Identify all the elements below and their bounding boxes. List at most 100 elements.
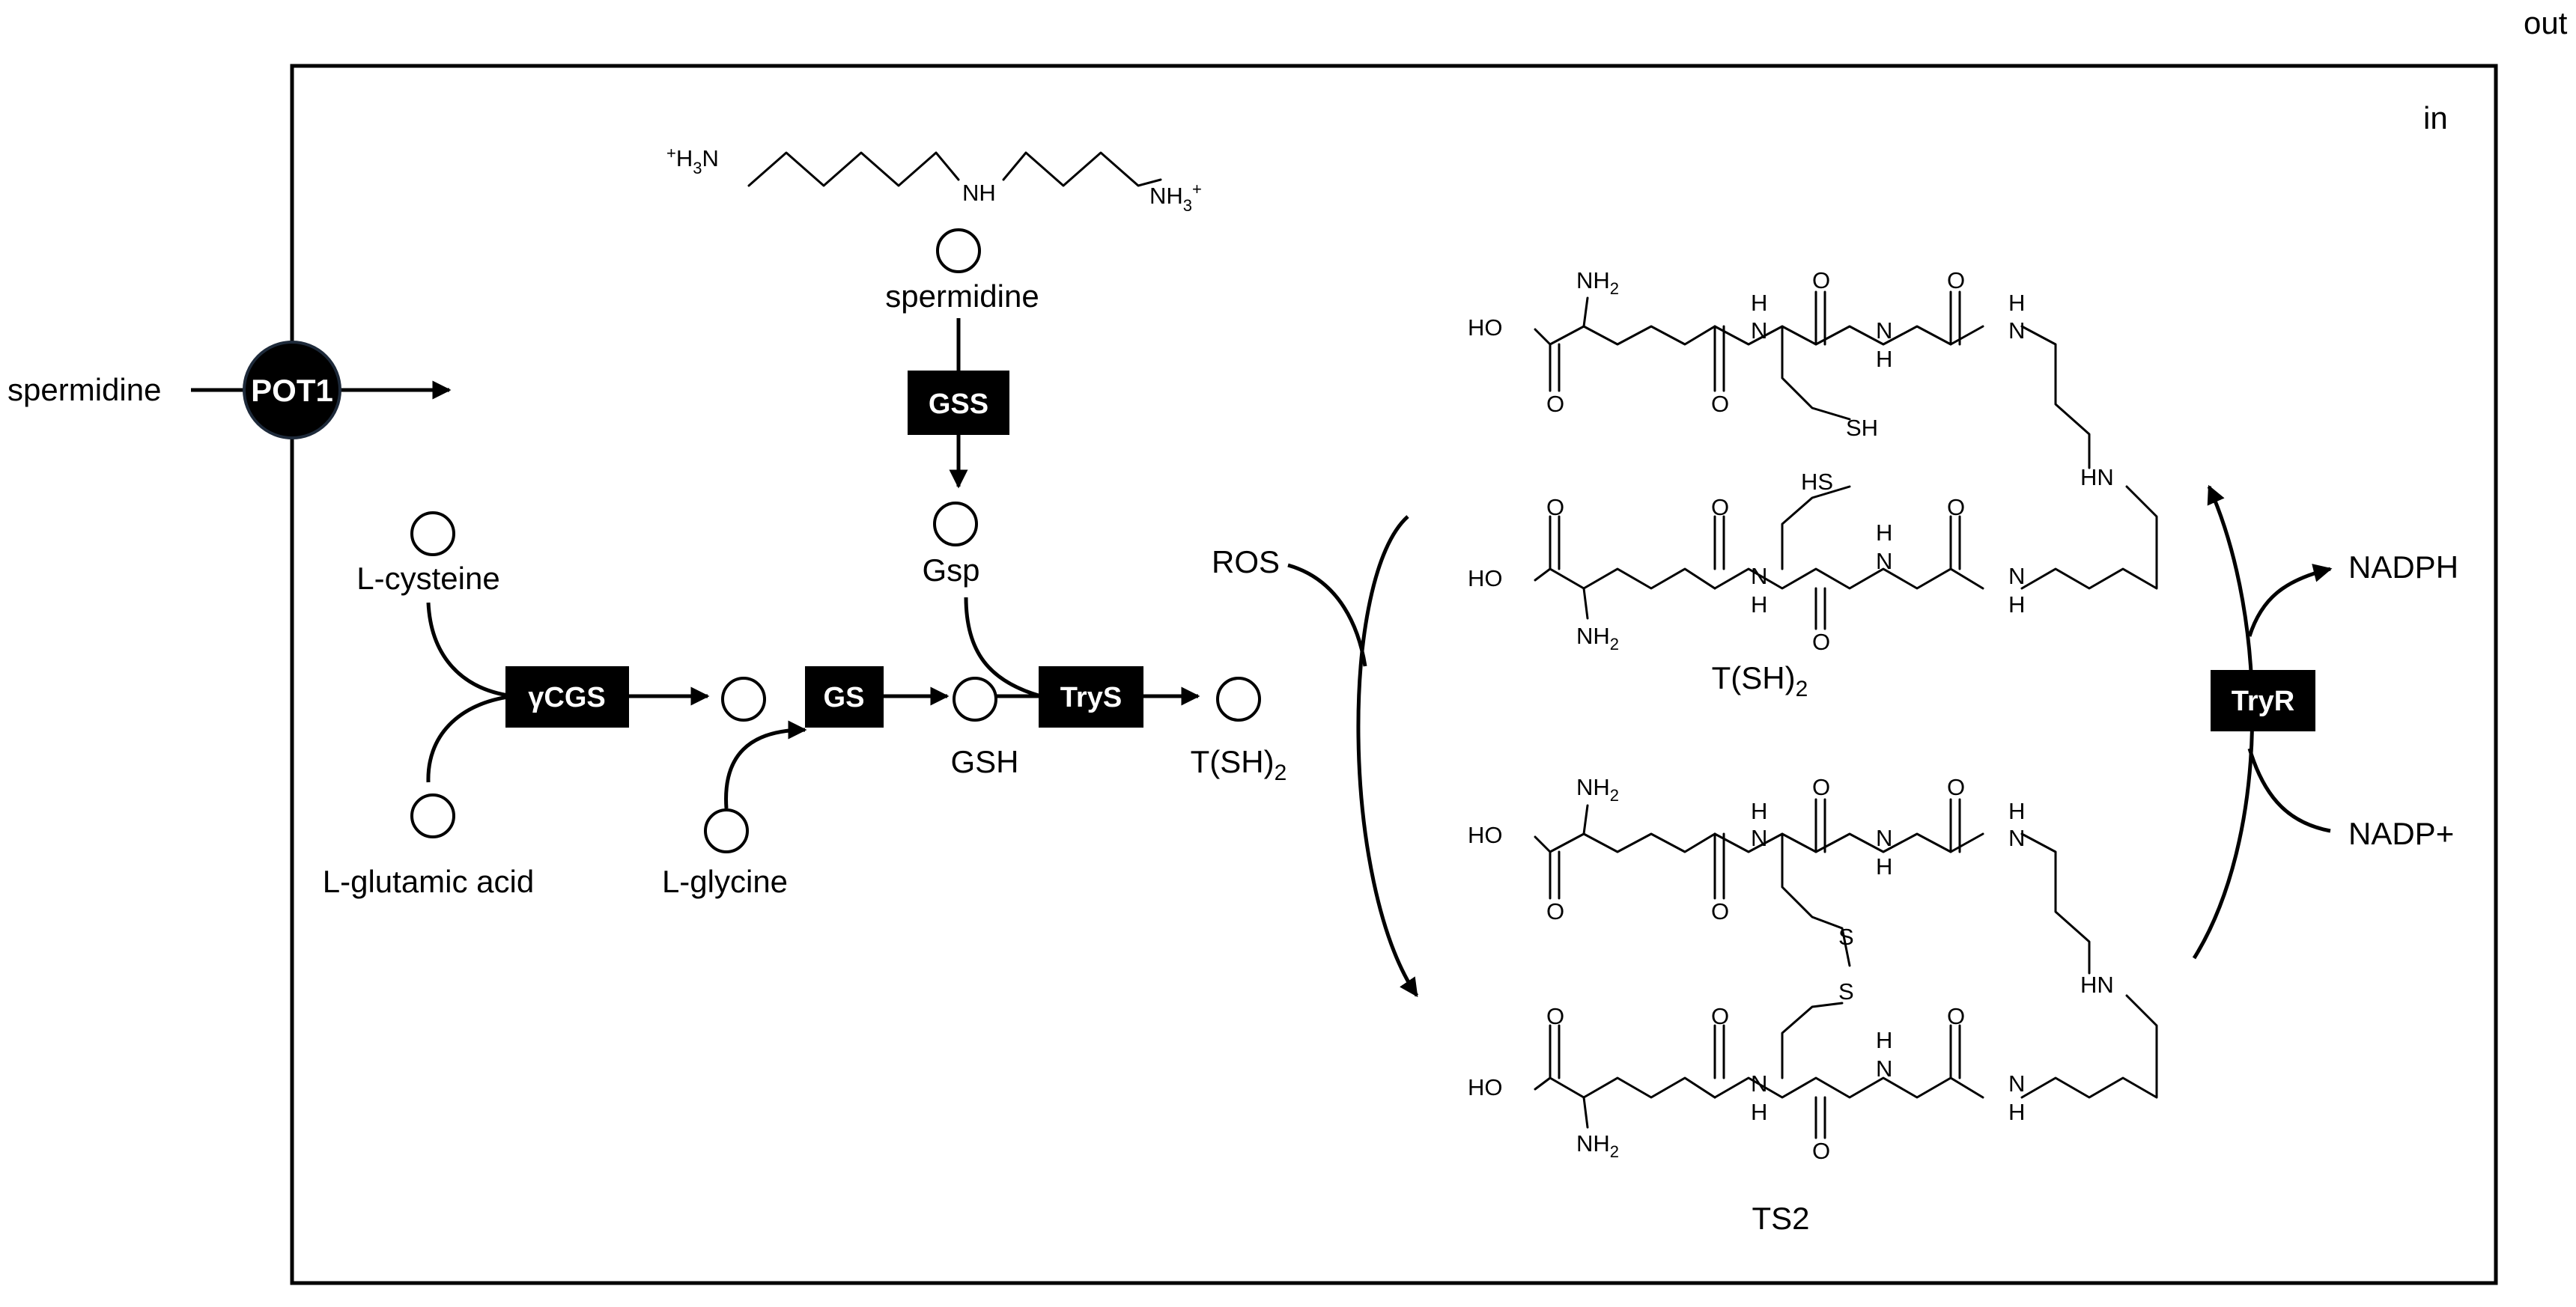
tsh2-node xyxy=(1216,677,1261,722)
nadp-label: NADP+ xyxy=(2348,816,2454,851)
inside-label: in xyxy=(2423,100,2448,135)
svg-text:SH: SH xyxy=(1846,415,1878,441)
ros-in-arrow xyxy=(1287,563,1367,667)
svg-text:H: H xyxy=(1876,853,1892,880)
glycine-in-arrow xyxy=(724,720,807,809)
svg-text:N: N xyxy=(1751,825,1767,851)
svg-text:O: O xyxy=(1812,774,1830,800)
svg-text:O: O xyxy=(1711,1003,1729,1029)
svg-text:HN: HN xyxy=(2080,464,2114,490)
ts2-label: TS2 xyxy=(1752,1201,1809,1236)
svg-text:O: O xyxy=(1947,774,1965,800)
nadp-in-arrow xyxy=(2247,748,2331,833)
gs-label: GS xyxy=(824,682,865,713)
svg-text:H: H xyxy=(1751,798,1767,824)
svg-text:HO: HO xyxy=(1468,565,1503,591)
gsh-node xyxy=(953,677,997,722)
svg-text:N: N xyxy=(1751,317,1767,344)
gss-enzyme xyxy=(908,371,1009,435)
svg-text:O: O xyxy=(1546,494,1564,520)
svg-text:H: H xyxy=(1751,1099,1767,1125)
svg-text:NH2: NH2 xyxy=(1576,267,1619,298)
svg-text:+H3N: +H3N xyxy=(666,144,719,177)
gsp-to-trys-arrow xyxy=(964,597,1042,698)
svg-text:N: N xyxy=(1876,317,1892,344)
tryr-label: TryR xyxy=(2232,686,2294,717)
svg-text:O: O xyxy=(1711,391,1729,417)
gsh-label: GSH xyxy=(950,744,1018,779)
l-cysteine-node xyxy=(410,511,455,556)
svg-text:H: H xyxy=(2008,798,2025,824)
glutamate-in-arrow xyxy=(426,694,514,783)
svg-text:HS: HS xyxy=(1801,469,1833,495)
svg-text:O: O xyxy=(1947,494,1965,520)
l-glycine-node xyxy=(704,808,749,853)
svg-text:N: N xyxy=(1751,1070,1767,1097)
ros-label: ROS xyxy=(1212,544,1280,579)
svg-text:NH2: NH2 xyxy=(1576,623,1619,654)
svg-text:NH2: NH2 xyxy=(1576,774,1619,805)
svg-text:S: S xyxy=(1838,978,1854,1005)
gsp-node xyxy=(933,502,978,546)
gss-label: GSS xyxy=(929,389,988,420)
svg-text:H: H xyxy=(2008,591,2025,618)
tsh2-structure: HO O NH2 O H N O N H O H N SH HN HO O NH… xyxy=(1468,267,2158,655)
gcgs-label: γCGS xyxy=(528,682,605,713)
spermidine-label: spermidine xyxy=(885,278,1039,314)
pot1-label: POT1 xyxy=(251,373,333,408)
nadph-out-arrow xyxy=(2247,564,2333,637)
external-spermidine-label: spermidine xyxy=(7,372,161,407)
pot1-transporter xyxy=(243,341,341,439)
l-glutamic-acid-node xyxy=(410,793,455,838)
svg-text:O: O xyxy=(1947,1003,1965,1029)
svg-text:O: O xyxy=(1546,1003,1564,1029)
svg-text:O: O xyxy=(1711,898,1729,924)
svg-text:N: N xyxy=(2008,317,2025,344)
svg-text:O: O xyxy=(1947,267,1965,293)
svg-text:N: N xyxy=(1876,548,1892,574)
l-cysteine-label: L-cysteine xyxy=(356,561,499,596)
svg-text:HN: HN xyxy=(2080,972,2114,998)
svg-text:O: O xyxy=(1812,267,1830,293)
outside-label: out xyxy=(2524,5,2568,40)
tsh2-structure-label: T(SH)2 xyxy=(1712,660,1808,701)
svg-text:HO: HO xyxy=(1468,314,1503,341)
svg-text:N: N xyxy=(1751,563,1767,589)
trys-enzyme xyxy=(1039,666,1143,728)
svg-text:O: O xyxy=(1711,494,1729,520)
svg-text:NH3+: NH3+ xyxy=(1149,180,1202,215)
svg-text:H: H xyxy=(2008,1099,2025,1125)
l-glutamic-acid-label: L-glutamic acid xyxy=(323,864,534,899)
svg-text:N: N xyxy=(1876,1055,1892,1082)
spermidine-structure: +H3N NH NH3+ xyxy=(666,144,1202,215)
svg-text:O: O xyxy=(1812,629,1830,655)
svg-text:N: N xyxy=(2008,825,2025,851)
gamma-glutamylcysteine-node xyxy=(721,677,766,722)
svg-text:O: O xyxy=(1546,898,1564,924)
gsp-label: Gsp xyxy=(922,552,979,588)
svg-text:N: N xyxy=(2008,563,2025,589)
spermidine-node xyxy=(936,228,981,273)
svg-text:H: H xyxy=(1876,1027,1892,1053)
svg-text:N: N xyxy=(1876,825,1892,851)
svg-text:HO: HO xyxy=(1468,1074,1503,1100)
svg-text:H: H xyxy=(1751,290,1767,316)
svg-text:O: O xyxy=(1546,391,1564,417)
svg-text:H: H xyxy=(1751,591,1767,618)
gs-enzyme xyxy=(805,666,884,728)
svg-text:NH: NH xyxy=(962,180,996,206)
cysteine-in-arrow xyxy=(426,602,514,698)
tsh2-label: T(SH)2 xyxy=(1191,744,1287,785)
gcgs-enzyme xyxy=(505,666,629,728)
svg-text:H: H xyxy=(2008,290,2025,316)
cell-membrane xyxy=(290,64,2498,1285)
trys-label: TryS xyxy=(1060,682,1122,713)
l-glycine-label: L-glycine xyxy=(662,864,788,899)
nadph-label: NADPH xyxy=(2348,549,2458,585)
oxidation-arrow xyxy=(1356,515,1419,998)
tryr-enzyme xyxy=(2211,670,2315,731)
svg-text:S: S xyxy=(1838,924,1854,950)
svg-text:O: O xyxy=(1812,1138,1830,1164)
